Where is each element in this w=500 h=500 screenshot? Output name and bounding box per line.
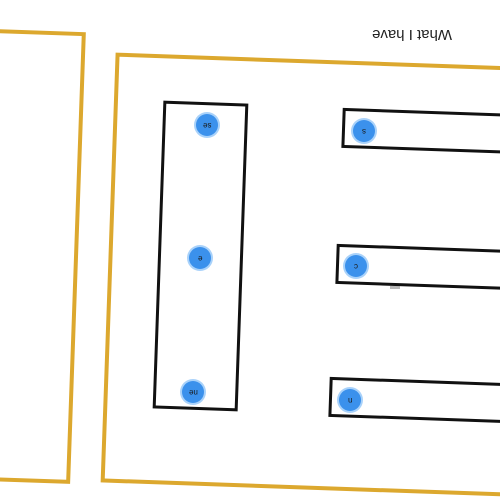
node-label: e	[197, 254, 203, 263]
faint-mark	[390, 286, 400, 289]
node-s[interactable]: s	[353, 120, 375, 142]
node-n[interactable]: n	[339, 389, 361, 411]
node-c[interactable]: c	[345, 255, 367, 277]
panel-title: What I have	[372, 26, 453, 43]
node-ne[interactable]: ne	[182, 381, 204, 403]
node-se[interactable]: se	[196, 114, 218, 136]
left-panel	[0, 28, 86, 484]
node-label: s	[362, 127, 366, 136]
node-label: se	[202, 121, 212, 130]
node-label: ne	[188, 388, 198, 397]
node-label: c	[354, 262, 358, 271]
node-label: n	[347, 396, 353, 405]
node-e[interactable]: e	[189, 247, 211, 269]
